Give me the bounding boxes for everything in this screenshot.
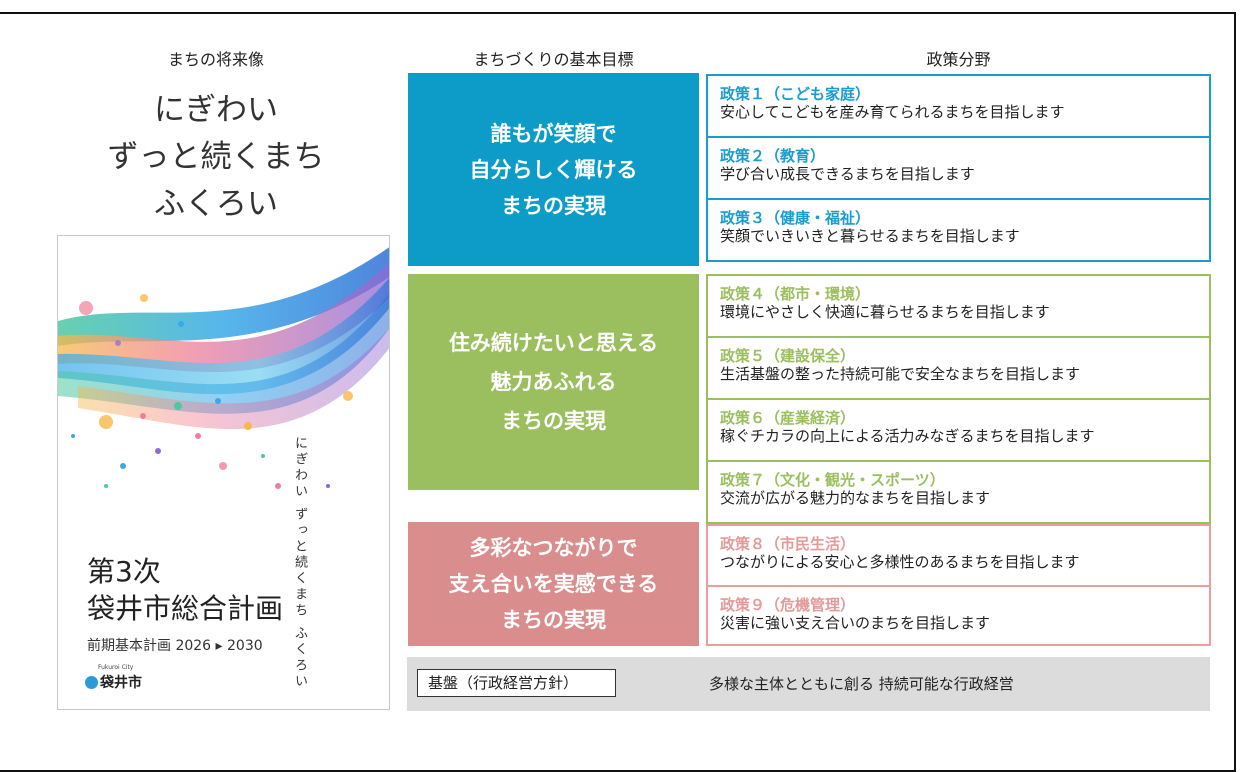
policy-desc: 安心してこどもを産み育てられるまちを目指します <box>720 103 1065 121</box>
vision-line: ふくろい <box>154 186 278 222</box>
policy-desc: 学び合い成長できるまちを目指します <box>720 165 975 183</box>
policy-6: 政策６（産業経済） 稼ぐチカラの向上による活力みなぎるまちを目指します <box>706 398 1211 460</box>
goal-line: まちの実現 <box>501 608 606 632</box>
policy-title: 政策１（こども家庭） <box>720 85 871 103</box>
policy-8: 政策８（市民生活） つながりによる安心と多様性のあるまちを目指します <box>706 524 1211 585</box>
foundation-label: 基盤（行政経営方針） <box>417 669 616 697</box>
future-vision: にぎわい ずっと続くまち ふくろい <box>96 87 336 228</box>
policy-title: 政策７（文化・観光・スポーツ） <box>720 471 945 489</box>
logo-small-text: Fukuroi City <box>98 664 134 671</box>
policy-desc: 災害に強い支え合いのまちを目指します <box>720 614 991 632</box>
cover-ribbon-art <box>58 247 389 489</box>
header-vision: まちの将来像 <box>167 50 264 69</box>
cover-title-line2: 袋井市総合計画 <box>87 592 284 625</box>
policy-desc: 生活基盤の整った持続可能で安全なまちを目指します <box>720 365 1081 383</box>
policy-title: 政策９（危機管理） <box>720 596 856 614</box>
policy-desc: 交流が広がる魅力的なまちを目指します <box>720 489 991 507</box>
vision-line: ずっと続くまち <box>107 139 325 175</box>
goal-3-block: 多彩なつながりで 支え合いを実感できる まちの実現 <box>408 522 699 646</box>
goal-line: 支え合いを実感できる <box>448 572 659 596</box>
policy-title: 政策３（健康・福祉） <box>720 209 871 227</box>
logo-name: 袋井市 <box>100 675 142 691</box>
policy-title: 政策８（市民生活） <box>720 535 856 553</box>
header-policies: 政策分野 <box>926 50 991 69</box>
goal-2-block: 住み続けたいと思える 魅力あふれる まちの実現 <box>408 274 699 490</box>
header-goals: まちづくりの基本目標 <box>473 50 634 69</box>
policy-4: 政策４（都市・環境） 環境にやさしく快適に暮らせるまちを目指します <box>706 274 1211 336</box>
goal-line: まちの実現 <box>501 193 606 218</box>
cover-subtitle: 前期基本計画 2026 ▸ 2030 <box>87 638 263 654</box>
policy-7: 政策７（文化・観光・スポーツ） 交流が広がる魅力的なまちを目指します <box>706 460 1211 524</box>
policy-title: 政策４（都市・環境） <box>720 285 871 303</box>
foundation-bar: 基盤（行政経営方針） 多様な主体とともに創る 持続可能な行政経営 <box>407 657 1210 711</box>
policy-desc: 環境にやさしく快適に暮らせるまちを目指します <box>720 303 1050 321</box>
leaf-icon <box>85 676 98 689</box>
city-logo: Fukuroi City 袋井市 <box>85 664 142 692</box>
goal-line: 住み続けたいと思える <box>448 330 659 355</box>
policy-1: 政策１（こども家庭） 安心してこどもを産み育てられるまちを目指します <box>706 74 1211 136</box>
goal-line: 魅力あふれる <box>490 369 617 394</box>
goal-line: 自分らしく輝ける <box>469 157 638 182</box>
goal-line: 多彩なつながりで <box>469 536 638 560</box>
cover-vertical-text: にぎわい ずっと続くまち ふくろい <box>292 436 307 691</box>
cover-title-line1: 第3次 <box>87 555 161 588</box>
policy-9: 政策９（危機管理） 災害に強い支え合いのまちを目指します <box>706 585 1211 646</box>
policy-title: 政策２（教育） <box>720 147 826 165</box>
goal-1-block: 誰もが笑顔で 自分らしく輝ける まちの実現 <box>408 73 699 266</box>
policy-desc: つながりによる安心と多様性のあるまちを目指します <box>720 553 1080 571</box>
policy-title: 政策６（産業経済） <box>720 409 856 427</box>
foundation-text: 多様な主体とともに創る 持続可能な行政経営 <box>709 675 1014 693</box>
policy-desc: 笑顔でいきいきと暮らせるまちを目指します <box>720 227 1020 245</box>
policy-title: 政策５（建設保全） <box>720 347 856 365</box>
policy-2: 政策２（教育） 学び合い成長できるまちを目指します <box>706 136 1211 198</box>
policy-5: 政策５（建設保全） 生活基盤の整った持続可能で安全なまちを目指します <box>706 336 1211 398</box>
goal-line: まちの実現 <box>501 408 606 433</box>
policy-desc: 稼ぐチカラの向上による活力みなぎるまちを目指します <box>720 427 1095 445</box>
vision-line: にぎわい <box>154 92 278 128</box>
goal-line: 誰もが笑顔で <box>490 121 617 146</box>
plan-cover-image: にぎわい ずっと続くまち ふくろい 第3次 袋井市総合計画 前期基本計画 202… <box>57 235 390 710</box>
policy-3: 政策３（健康・福祉） 笑顔でいきいきと暮らせるまちを目指します <box>706 198 1211 262</box>
